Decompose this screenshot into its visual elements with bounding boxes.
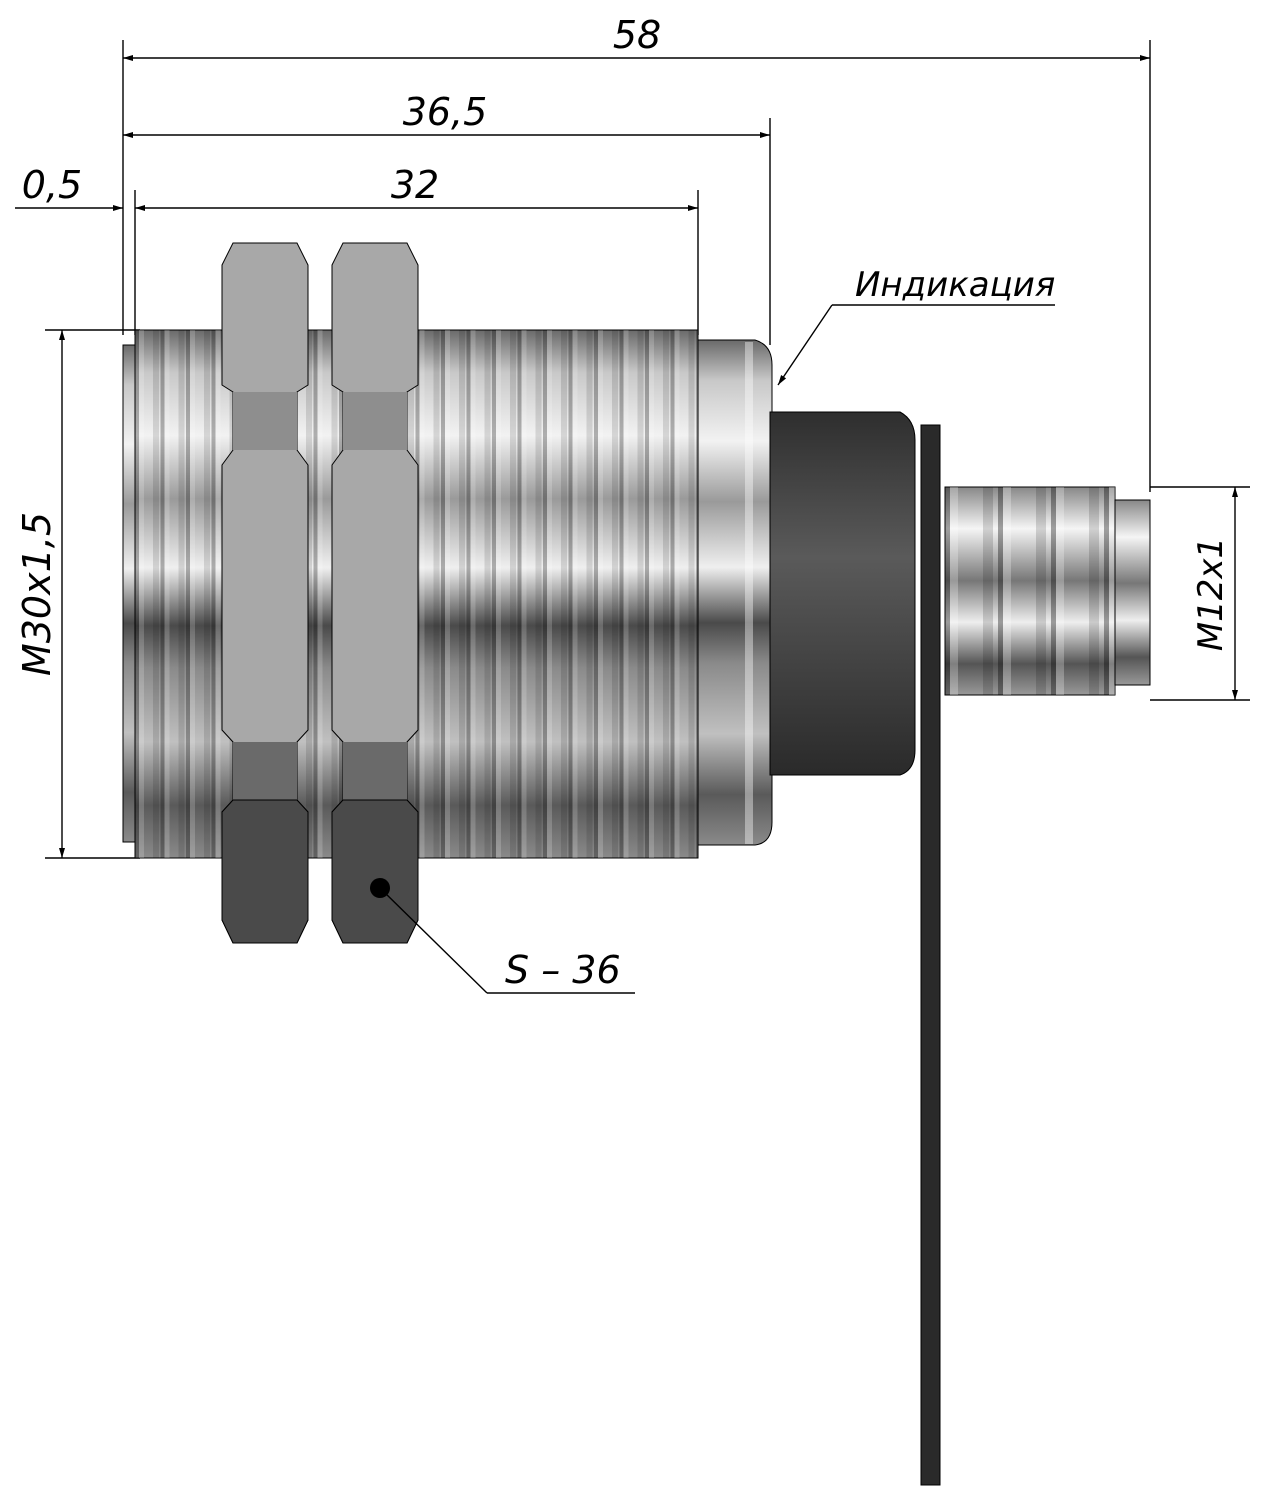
dimension-m30: M30x1,5 bbox=[15, 330, 65, 858]
indicator-callout: Индикация bbox=[777, 265, 1055, 386]
body-collar bbox=[697, 339, 773, 846]
dimension-36-5: 36,5 bbox=[123, 90, 770, 138]
dimension-m12: M12x1 bbox=[1191, 487, 1238, 700]
dimension-32: 32 bbox=[135, 163, 698, 211]
dimension-58: 58 bbox=[123, 13, 1150, 61]
rear-housing bbox=[769, 411, 916, 776]
dimension-32-label: 32 bbox=[391, 163, 439, 207]
dimension-0-5: 0,5 bbox=[15, 163, 123, 211]
connector-m12 bbox=[944, 486, 1151, 696]
nut-size-callout: S – 36 bbox=[370, 878, 635, 994]
dimension-36-5-label: 36,5 bbox=[403, 90, 488, 134]
nut-2 bbox=[331, 242, 419, 944]
dimension-m12-label: M12x1 bbox=[1191, 537, 1231, 651]
nut-1 bbox=[221, 242, 309, 944]
indicator-label: Индикация bbox=[855, 265, 1055, 305]
dimension-58-label: 58 bbox=[613, 13, 661, 57]
mounting-plate bbox=[920, 424, 941, 1486]
dimension-0-5-label: 0,5 bbox=[22, 163, 82, 207]
dimension-m30-label: M30x1,5 bbox=[15, 512, 59, 676]
nut-size-label: S – 36 bbox=[505, 948, 621, 992]
